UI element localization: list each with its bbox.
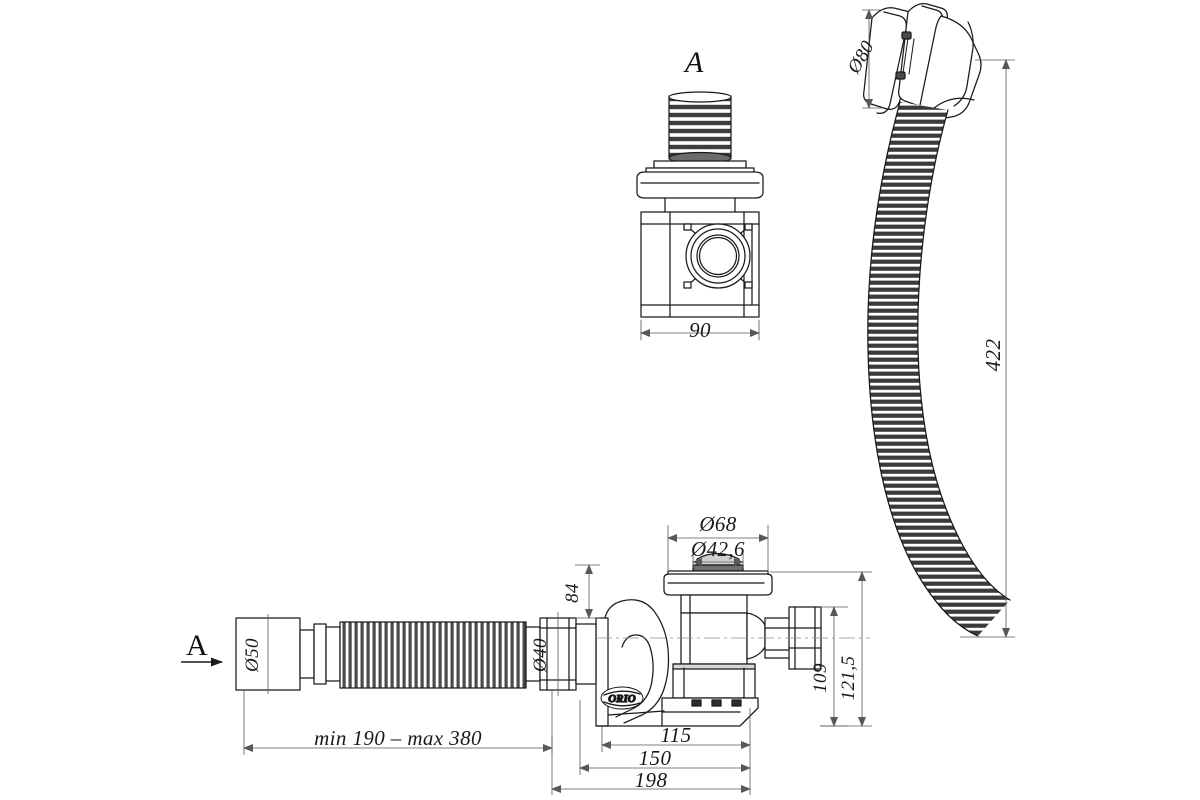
dim-text-121-5: 121,5 (838, 656, 859, 701)
dim-422 (960, 59, 1015, 638)
view-a-body (640, 211, 760, 318)
brand-logo: ORIO (600, 686, 644, 710)
dim-diameter-68 (667, 525, 769, 572)
dim-text-84: 84 (562, 583, 583, 603)
dim-text-90: 90 (689, 318, 711, 342)
dim-text-flex-range: min 190 – max 380 (314, 726, 482, 750)
view-a-flange (636, 160, 764, 199)
siphon-trap-body: ORIO (595, 599, 670, 727)
dim-text-109: 109 (810, 663, 831, 693)
dim-text-422: 422 (981, 339, 1005, 372)
dim-text-150: 150 (639, 746, 672, 770)
dim-text-198: 198 (635, 768, 668, 792)
dim-115 (601, 708, 751, 752)
brand-logo-text: ORIO (608, 693, 636, 705)
view-label-a-top: A (683, 46, 704, 79)
view-label-a-left: A (186, 629, 208, 662)
dim-121-5 (770, 571, 872, 727)
dim-84 (575, 564, 600, 619)
dim-150 (579, 700, 751, 775)
corrugated-overflow-hose (867, 101, 1011, 637)
dim-text-diameter-42-6: Ø42,6 (690, 537, 745, 561)
overflow-cap-assembly (863, 3, 982, 121)
drain-body-assembly (661, 552, 822, 727)
section-view-a (636, 91, 764, 341)
dim-text-diameter-40: Ø40 (530, 638, 551, 673)
dim-diameter-42-6 (692, 551, 744, 568)
dim-flex-range (243, 690, 553, 755)
view-a-threaded-stub (668, 91, 732, 165)
dim-text-115: 115 (660, 723, 691, 747)
view-a-neck (664, 197, 736, 213)
dim-diameter-80 (862, 9, 884, 109)
dim-text-diameter-68: Ø68 (698, 512, 736, 536)
dim-90 (640, 319, 760, 341)
dim-text-diameter-50: Ø50 (242, 638, 263, 673)
